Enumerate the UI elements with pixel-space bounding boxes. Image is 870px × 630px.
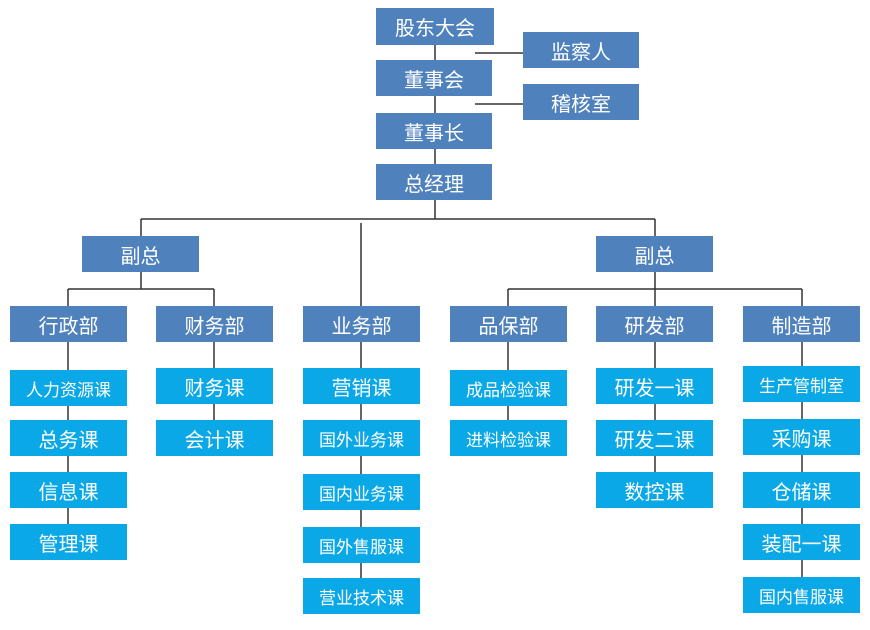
department-label: 财务部 bbox=[184, 313, 245, 338]
unit-label: 国内业务课 bbox=[319, 484, 404, 505]
department-box: 财务部 bbox=[156, 306, 273, 342]
supervisor-box: 监察人 bbox=[523, 32, 639, 68]
unit-label: 管理课 bbox=[38, 531, 99, 556]
unit-label: 进料检验课 bbox=[466, 430, 551, 451]
unit-box: 仓储课 bbox=[743, 472, 860, 508]
unit-label: 采购课 bbox=[771, 426, 832, 451]
unit-box: 成品检验课 bbox=[450, 370, 567, 406]
unit-box: 装配一课 bbox=[743, 524, 860, 560]
department-label: 行政部 bbox=[38, 313, 99, 338]
unit-label: 营销课 bbox=[331, 375, 392, 400]
board-label: 董事会 bbox=[404, 67, 464, 92]
department-box: 行政部 bbox=[10, 306, 127, 342]
unit-box: 进料检验课 bbox=[450, 420, 567, 456]
unit-box: 国外售服课 bbox=[303, 527, 420, 563]
department-label: 业务部 bbox=[331, 313, 392, 338]
department-label: 研发部 bbox=[624, 313, 685, 338]
unit-label: 人力资源课 bbox=[26, 380, 111, 401]
audit-box: 稽核室 bbox=[523, 84, 639, 120]
unit-box: 营销课 bbox=[303, 368, 420, 404]
unit-box: 研发一课 bbox=[596, 368, 713, 404]
unit-label: 装配一课 bbox=[761, 531, 842, 556]
department-box: 研发部 bbox=[596, 306, 713, 342]
unit-box: 国外业务课 bbox=[303, 420, 420, 456]
unit-box: 国内售服课 bbox=[743, 577, 860, 613]
department-label: 制造部 bbox=[771, 313, 832, 338]
chairman-label: 董事长 bbox=[404, 120, 464, 145]
department-box: 品保部 bbox=[450, 306, 567, 342]
board-box: 董事会 bbox=[376, 60, 492, 96]
department-label: 品保部 bbox=[478, 313, 539, 338]
unit-label: 信息课 bbox=[38, 479, 99, 504]
shareholders-box: 股东大会 bbox=[376, 8, 494, 45]
vp-label: 副总 bbox=[120, 243, 161, 268]
unit-label: 国外业务课 bbox=[319, 430, 404, 451]
vp-box: 副总 bbox=[82, 236, 199, 272]
unit-label: 研发二课 bbox=[614, 427, 695, 452]
unit-label: 总务课 bbox=[38, 427, 99, 452]
supervisor-label: 监察人 bbox=[551, 39, 611, 64]
unit-label: 仓储课 bbox=[771, 479, 832, 504]
gm-box: 总经理 bbox=[376, 164, 492, 200]
unit-box: 采购课 bbox=[743, 419, 860, 455]
audit-label: 稽核室 bbox=[551, 91, 611, 116]
unit-label: 成品检验课 bbox=[466, 380, 551, 401]
unit-label: 生产管制室 bbox=[759, 376, 844, 397]
unit-box: 管理课 bbox=[10, 524, 127, 560]
unit-label: 会计课 bbox=[184, 427, 245, 452]
shareholders-label: 股东大会 bbox=[395, 16, 475, 40]
unit-box: 人力资源课 bbox=[10, 370, 127, 406]
vp-box: 副总 bbox=[596, 236, 713, 272]
unit-box: 信息课 bbox=[10, 472, 127, 508]
gm-label: 总经理 bbox=[404, 171, 464, 196]
unit-label: 营业技术课 bbox=[319, 588, 404, 609]
unit-label: 国内售服课 bbox=[759, 587, 844, 608]
unit-box: 研发二课 bbox=[596, 420, 713, 456]
department-box: 制造部 bbox=[743, 306, 860, 342]
unit-box: 会计课 bbox=[156, 420, 273, 456]
vp-label: 副总 bbox=[634, 243, 675, 268]
unit-box: 生产管制室 bbox=[743, 366, 860, 402]
chairman-box: 董事长 bbox=[376, 113, 492, 149]
unit-box: 数控课 bbox=[596, 472, 713, 508]
department-box: 业务部 bbox=[303, 306, 420, 342]
unit-box: 总务课 bbox=[10, 420, 127, 456]
unit-label: 数控课 bbox=[624, 479, 685, 504]
unit-box: 财务课 bbox=[156, 368, 273, 404]
unit-label: 国外售服课 bbox=[319, 537, 404, 558]
unit-label: 研发一课 bbox=[614, 375, 695, 400]
unit-box: 营业技术课 bbox=[303, 578, 420, 614]
unit-box: 国内业务课 bbox=[303, 474, 420, 510]
unit-label: 财务课 bbox=[184, 375, 245, 400]
